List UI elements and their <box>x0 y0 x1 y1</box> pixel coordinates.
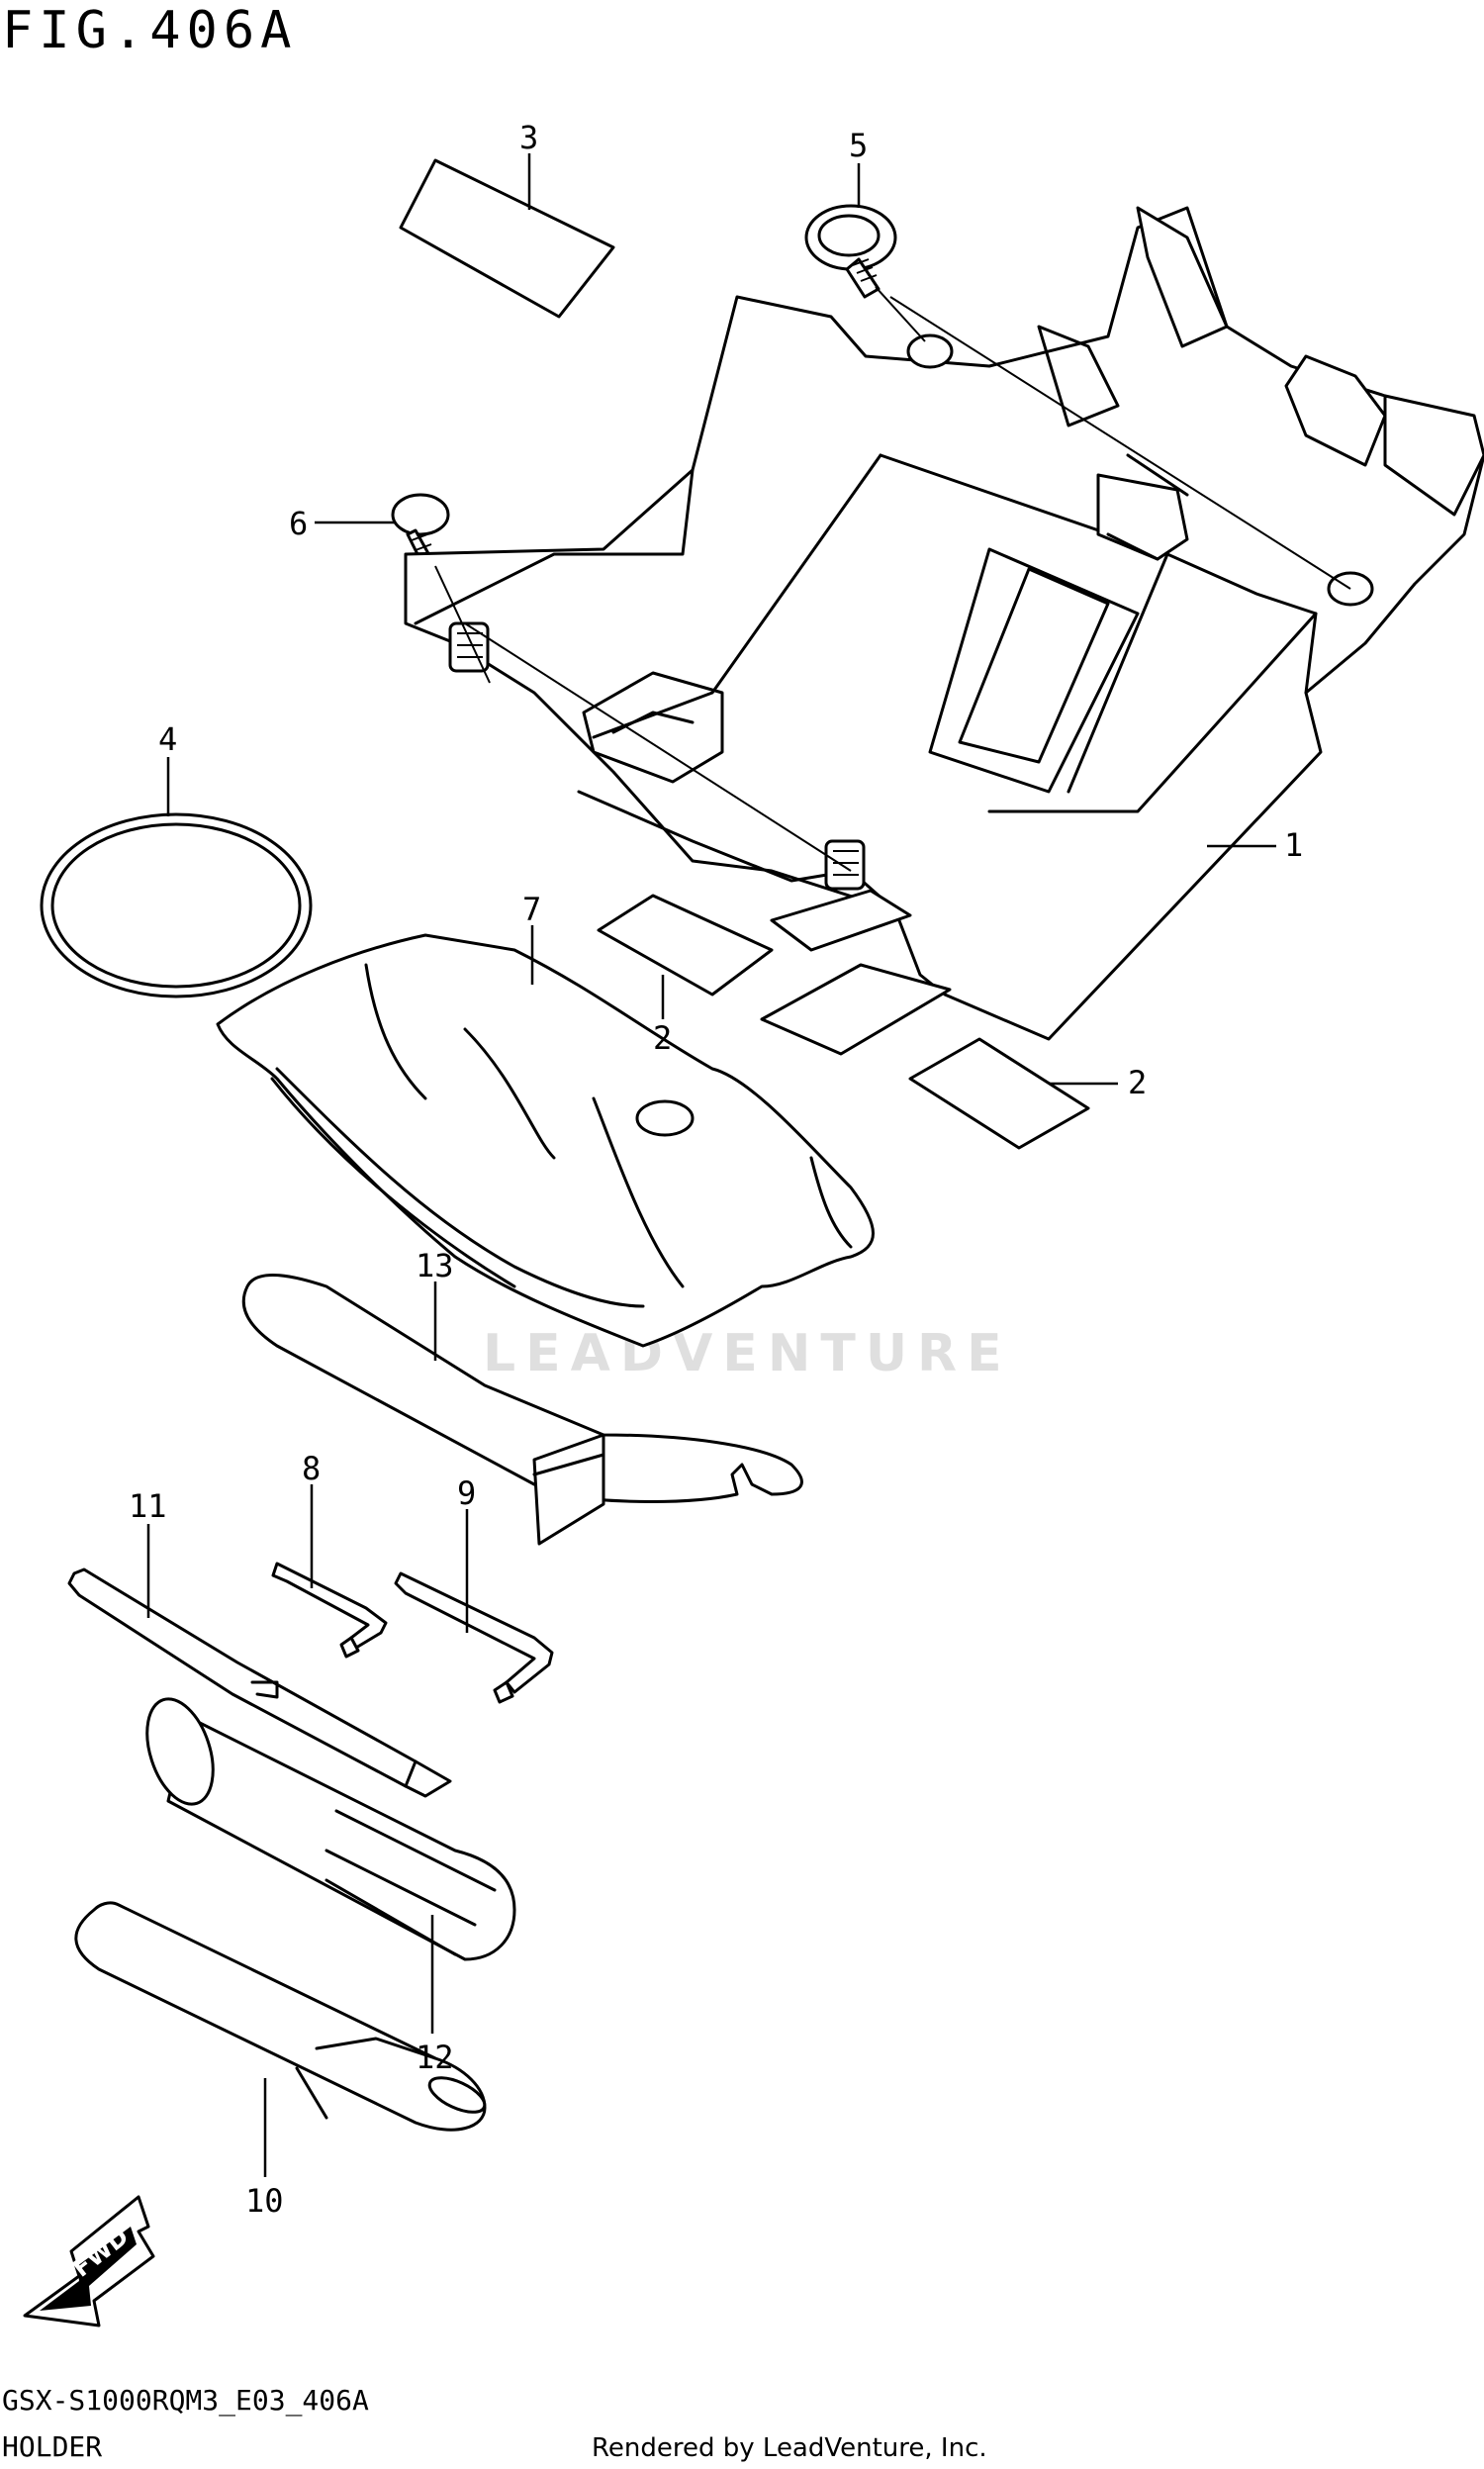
callout-1[interactable]: 1 <box>1284 826 1303 864</box>
part-3-label[interactable] <box>399 158 615 319</box>
part-5-bolt[interactable] <box>804 204 897 299</box>
part-13-spanner[interactable] <box>241 1273 803 1546</box>
callout-2a[interactable]: 2 <box>653 1019 672 1057</box>
grommet-center <box>824 839 866 891</box>
part-1-holder[interactable] <box>404 206 1484 1041</box>
callout-13[interactable]: 13 <box>416 1247 454 1284</box>
callout-7[interactable]: 7 <box>522 891 541 928</box>
fwd-arrow-icon: FWD <box>23 2195 155 2327</box>
callout-2b[interactable]: 2 <box>1128 1064 1147 1101</box>
part-9-hex-key[interactable] <box>394 1571 554 1704</box>
part-4-band[interactable] <box>40 812 313 998</box>
callouts: 1 2 2 3 5 6 4 7 13 8 9 11 12 10 <box>129 119 1303 2220</box>
section-name: HOLDER <box>2 2430 102 2463</box>
callout-3[interactable]: 3 <box>519 119 538 156</box>
callout-4[interactable]: 4 <box>158 720 177 758</box>
callout-8[interactable]: 8 <box>302 1450 321 1487</box>
part-2-cushion-b[interactable] <box>760 963 952 1056</box>
figure-title: FIG.406A <box>2 1 297 60</box>
callout-12[interactable]: 12 <box>416 2039 454 2076</box>
grommet-left <box>448 621 490 673</box>
part-7-tool-bag[interactable] <box>216 933 875 1348</box>
figure-code: GSX-S1000RQM3_E03_406A <box>2 2384 369 2418</box>
callout-9[interactable]: 9 <box>457 1474 476 1512</box>
part-10-tube[interactable] <box>74 1901 490 2132</box>
callout-10[interactable]: 10 <box>245 2182 284 2220</box>
watermark-text: LEADVENTURE <box>483 1324 1012 1383</box>
rendered-by: Rendered by LeadVenture, Inc. <box>592 2433 987 2463</box>
part-12-handle[interactable] <box>135 1690 516 1961</box>
part-2-cushion-c[interactable] <box>908 1037 1090 1150</box>
leader-lines <box>146 153 1276 2177</box>
part-11-screwdriver[interactable] <box>67 1567 452 1798</box>
part-2-cushion-a[interactable] <box>597 894 774 997</box>
callout-6[interactable]: 6 <box>289 505 308 542</box>
callout-5[interactable]: 5 <box>849 127 868 164</box>
part-8-hex-key[interactable] <box>271 1562 388 1659</box>
callout-11[interactable]: 11 <box>129 1487 167 1525</box>
guide-lines <box>434 286 1351 872</box>
